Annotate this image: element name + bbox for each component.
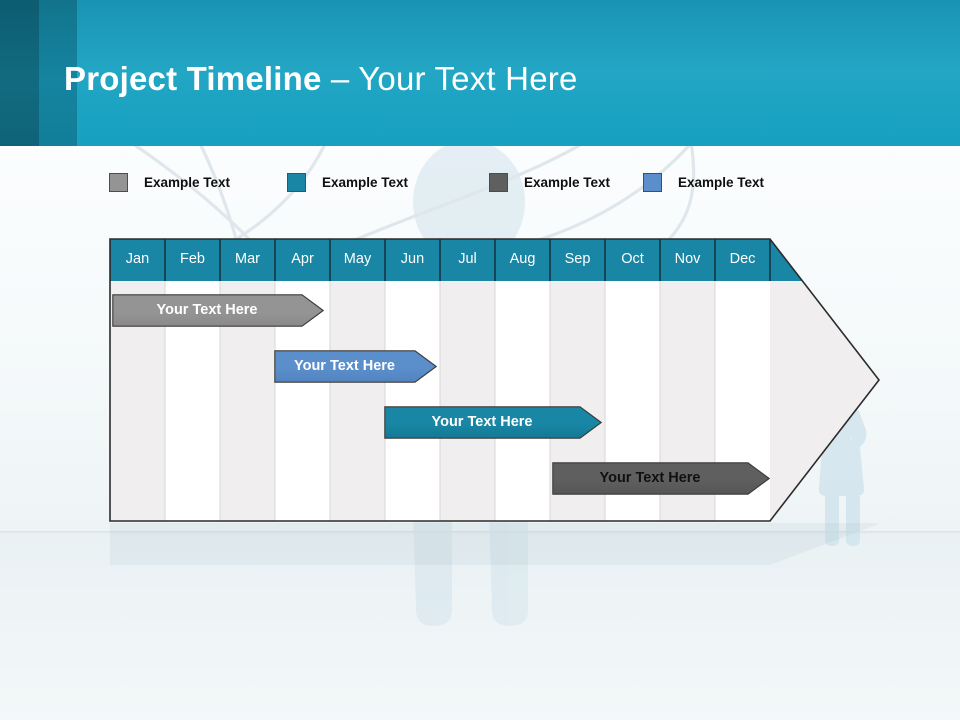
page-title-strong: Project Timeline <box>64 60 322 97</box>
gantt-bar-label: Your Text Here <box>599 470 701 486</box>
legend-item-2[interactable]: Example Text <box>287 171 408 193</box>
legend-item-3[interactable]: Example Text <box>489 171 610 193</box>
chart-legend: Example Text Example Text Example Text E… <box>109 171 829 193</box>
page-title: Project Timeline – Your Text Here <box>64 60 578 98</box>
legend-item-label: Example Text <box>524 174 611 190</box>
legend-item-1[interactable]: Example Text <box>109 171 230 193</box>
gantt-bar-1[interactable]: Your Text Here <box>112 294 324 327</box>
background-floor <box>0 533 960 720</box>
legend-item-label: Example Text <box>144 174 231 190</box>
legend-swatch-icon <box>287 172 306 192</box>
legend-item-label: Example Text <box>678 174 765 190</box>
gantt-bar-3[interactable]: Your Text Here <box>384 406 602 439</box>
legend-item-4[interactable]: Example Text <box>643 171 764 193</box>
legend-swatch-icon <box>489 172 508 192</box>
page-title-light: – Your Text Here <box>321 60 578 97</box>
gantt-bar-label: Your Text Here <box>156 302 258 318</box>
gantt-bar-2[interactable]: Your Text Here <box>274 350 437 383</box>
gantt-bar-label: Your Text Here <box>431 414 533 430</box>
header-band-main <box>77 0 960 146</box>
chart-reflection <box>109 523 880 567</box>
legend-swatch-icon <box>643 172 662 192</box>
header-band-dark <box>0 0 39 146</box>
background-floor-line <box>0 531 960 534</box>
gantt-bar-4[interactable]: Your Text Here <box>552 462 770 495</box>
legend-swatch-icon <box>109 172 128 192</box>
gantt-bar-label: Your Text Here <box>294 358 395 374</box>
header-band-mid <box>39 0 77 146</box>
legend-item-label: Example Text <box>322 174 409 190</box>
slide-header: Project Timeline – Your Text Here <box>0 0 960 146</box>
